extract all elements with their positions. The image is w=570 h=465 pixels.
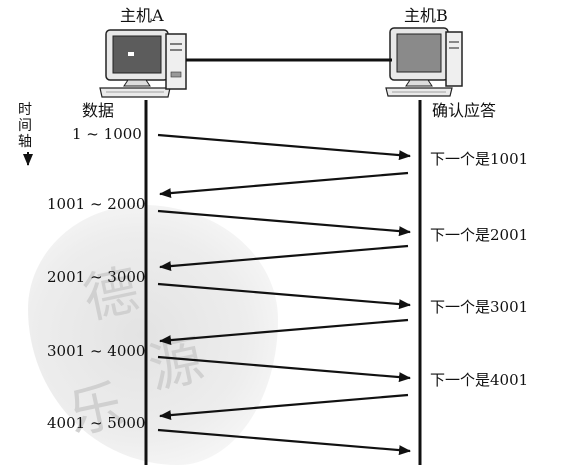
host-a-label: 主机A xyxy=(120,6,164,25)
ack-arrow xyxy=(159,244,409,272)
data-arrow xyxy=(157,209,411,237)
host-a-computer-icon xyxy=(99,29,187,98)
segment-label: 1 ~ 1000 xyxy=(72,125,142,143)
segment-label: 2001 ~ 3000 xyxy=(47,268,146,286)
time-axis-char: 间 xyxy=(18,118,32,134)
ack-arrow xyxy=(159,393,409,421)
time-axis-label: 时 间 轴 xyxy=(16,102,34,150)
ack-arrow xyxy=(159,318,409,346)
ack-header: 确认应答 xyxy=(432,101,497,120)
data-arrow xyxy=(157,133,411,161)
ack-label: 下一个是1001 xyxy=(430,150,529,168)
data-arrow xyxy=(157,428,411,456)
ack-label: 下一个是2001 xyxy=(430,226,529,244)
data-arrow xyxy=(157,282,411,310)
host-b-label: 主机B xyxy=(404,6,448,25)
segment-label: 3001 ~ 4000 xyxy=(47,342,146,360)
time-axis-char: 时 xyxy=(18,102,32,118)
segment-label: 4001 ~ 5000 xyxy=(47,414,146,432)
data-header: 数据 xyxy=(82,101,115,120)
segment-label: 1001 ~ 2000 xyxy=(47,195,146,213)
host-b-computer-icon xyxy=(385,27,463,97)
ack-arrow xyxy=(159,171,409,199)
time-axis-char: 轴 xyxy=(18,134,32,150)
data-arrow xyxy=(157,355,411,383)
ack-label: 下一个是3001 xyxy=(430,298,529,316)
ack-label: 下一个是4001 xyxy=(430,371,529,389)
